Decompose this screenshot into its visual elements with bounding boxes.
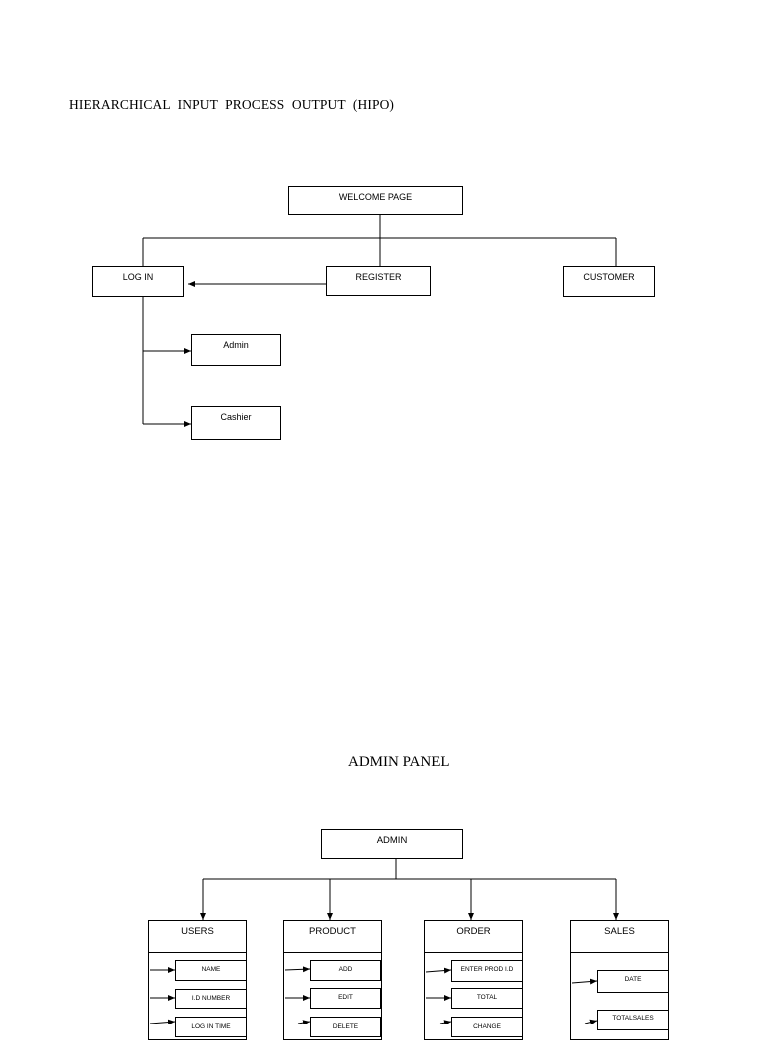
admin-root-box: ADMIN	[321, 829, 463, 859]
users-id-number-box: I.D NUMBER	[175, 989, 247, 1009]
login-box: LOG IN	[92, 266, 184, 297]
users-name-box: NAME	[175, 960, 247, 981]
order-header: ORDER	[425, 921, 522, 953]
sales-date-box: DATE	[597, 970, 669, 993]
order-enter-prod-id-box: ENTER PROD I.D	[451, 960, 523, 982]
users-header: USERS	[149, 921, 246, 953]
product-edit-box: EDIT	[310, 988, 381, 1009]
customer-box: CUSTOMER	[563, 266, 655, 297]
users-login-time-box: LOG IN TIME	[175, 1017, 247, 1037]
order-change-box: CHANGE	[451, 1017, 523, 1037]
product-delete-box: DELETE	[310, 1017, 381, 1037]
register-box: REGISTER	[326, 266, 431, 296]
sales-totalsales-box: TOTALSALES	[597, 1010, 669, 1030]
admin-box: Admin	[191, 334, 281, 366]
product-add-box: ADD	[310, 960, 381, 981]
order-total-box: TOTAL	[451, 988, 523, 1009]
admin-panel-title: ADMIN PANEL	[348, 754, 450, 770]
cashier-box: Cashier	[191, 406, 281, 440]
hipo-title: HIERARCHICAL INPUT PROCESS OUTPUT (HIPO)	[69, 97, 395, 112]
welcome-page-box: WELCOME PAGE	[288, 186, 463, 215]
product-header: PRODUCT	[284, 921, 381, 953]
sales-header: SALES	[571, 921, 668, 953]
